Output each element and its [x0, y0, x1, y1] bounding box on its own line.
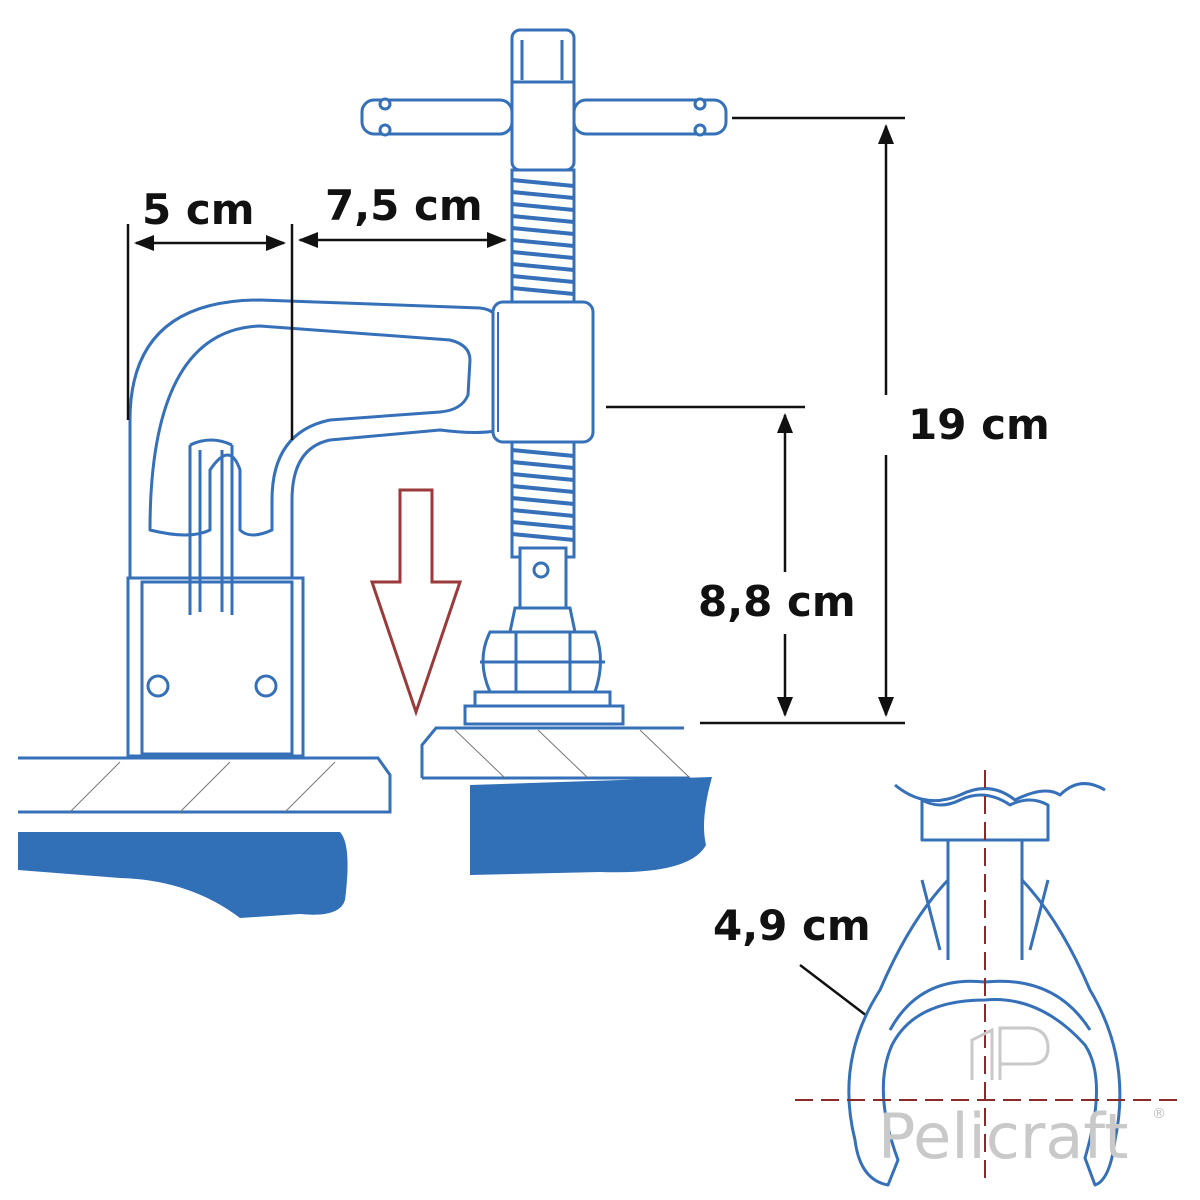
dimension-label-throat-depth: 7,5 cm	[325, 181, 483, 230]
screw-collar	[491, 300, 595, 444]
hex-nut-foot	[463, 630, 625, 726]
t-handle	[360, 28, 728, 172]
clamp-centerlines	[795, 770, 1185, 1185]
c-frame-arm	[128, 298, 502, 615]
right-cabinet-fill	[470, 777, 712, 875]
dimension-label-jaw-width: 5 cm	[142, 185, 255, 234]
down-arrow-icon	[369, 488, 463, 717]
watermark-registered-mark: ®	[1152, 1106, 1166, 1122]
dimension-label-screw-travel: 8,8 cm	[698, 577, 856, 626]
clamp-detail	[847, 782, 1122, 1187]
dimension-label-clamp-diameter: 4,9 cm	[713, 901, 871, 950]
watermark-brand: Pelicraft	[878, 1100, 1128, 1173]
threaded-screw	[508, 168, 577, 634]
mounting-block	[126, 576, 305, 758]
right-worktop	[420, 726, 691, 780]
dimension-label-total-height: 19 cm	[908, 400, 1050, 449]
left-cabinet-fill	[18, 832, 348, 918]
left-worktop	[18, 756, 392, 814]
pelicraft-logo-icon	[970, 1026, 1050, 1080]
